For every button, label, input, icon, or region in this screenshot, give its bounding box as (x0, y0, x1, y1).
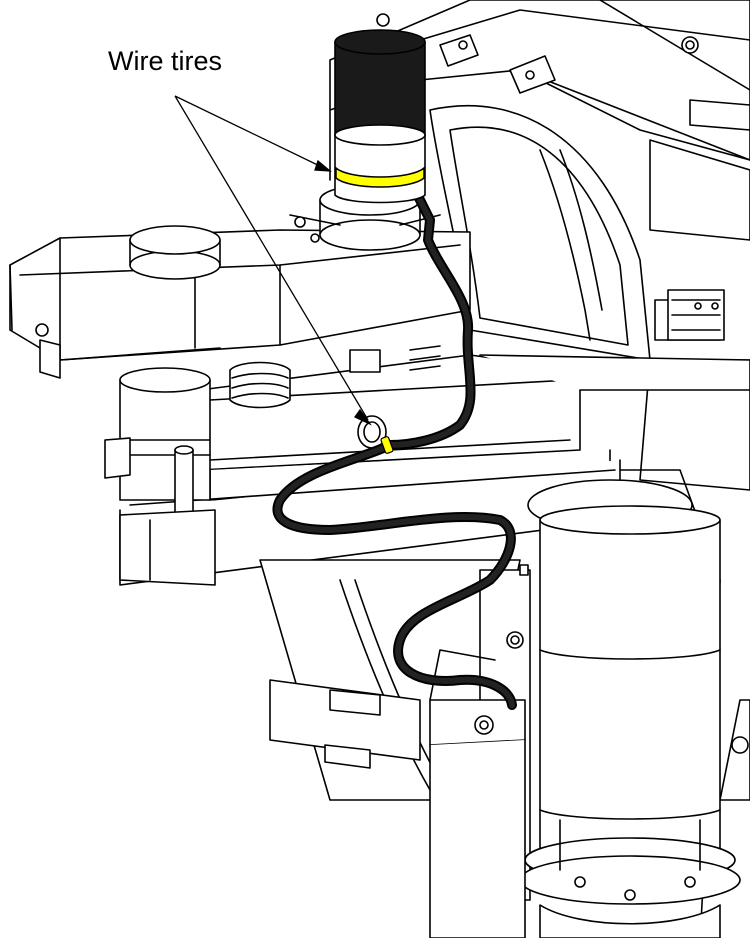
arrowhead-upper (314, 159, 332, 172)
spring-assembly (104, 345, 441, 586)
leader-line-lower (174, 95, 369, 421)
sensor-cable (272, 125, 517, 710)
callout-label: Wire tires (108, 46, 222, 76)
lower-bracket (429, 649, 526, 938)
scroll-housing (9, 184, 471, 379)
wire-tie-upper (335, 166, 425, 188)
arrowhead-lower (354, 408, 372, 426)
callout-leaders (174, 95, 372, 426)
cable-fitting (357, 415, 387, 449)
leader-line-upper (174, 95, 329, 171)
background-frame (329, 0, 750, 938)
wire-tie-lower (380, 436, 394, 454)
